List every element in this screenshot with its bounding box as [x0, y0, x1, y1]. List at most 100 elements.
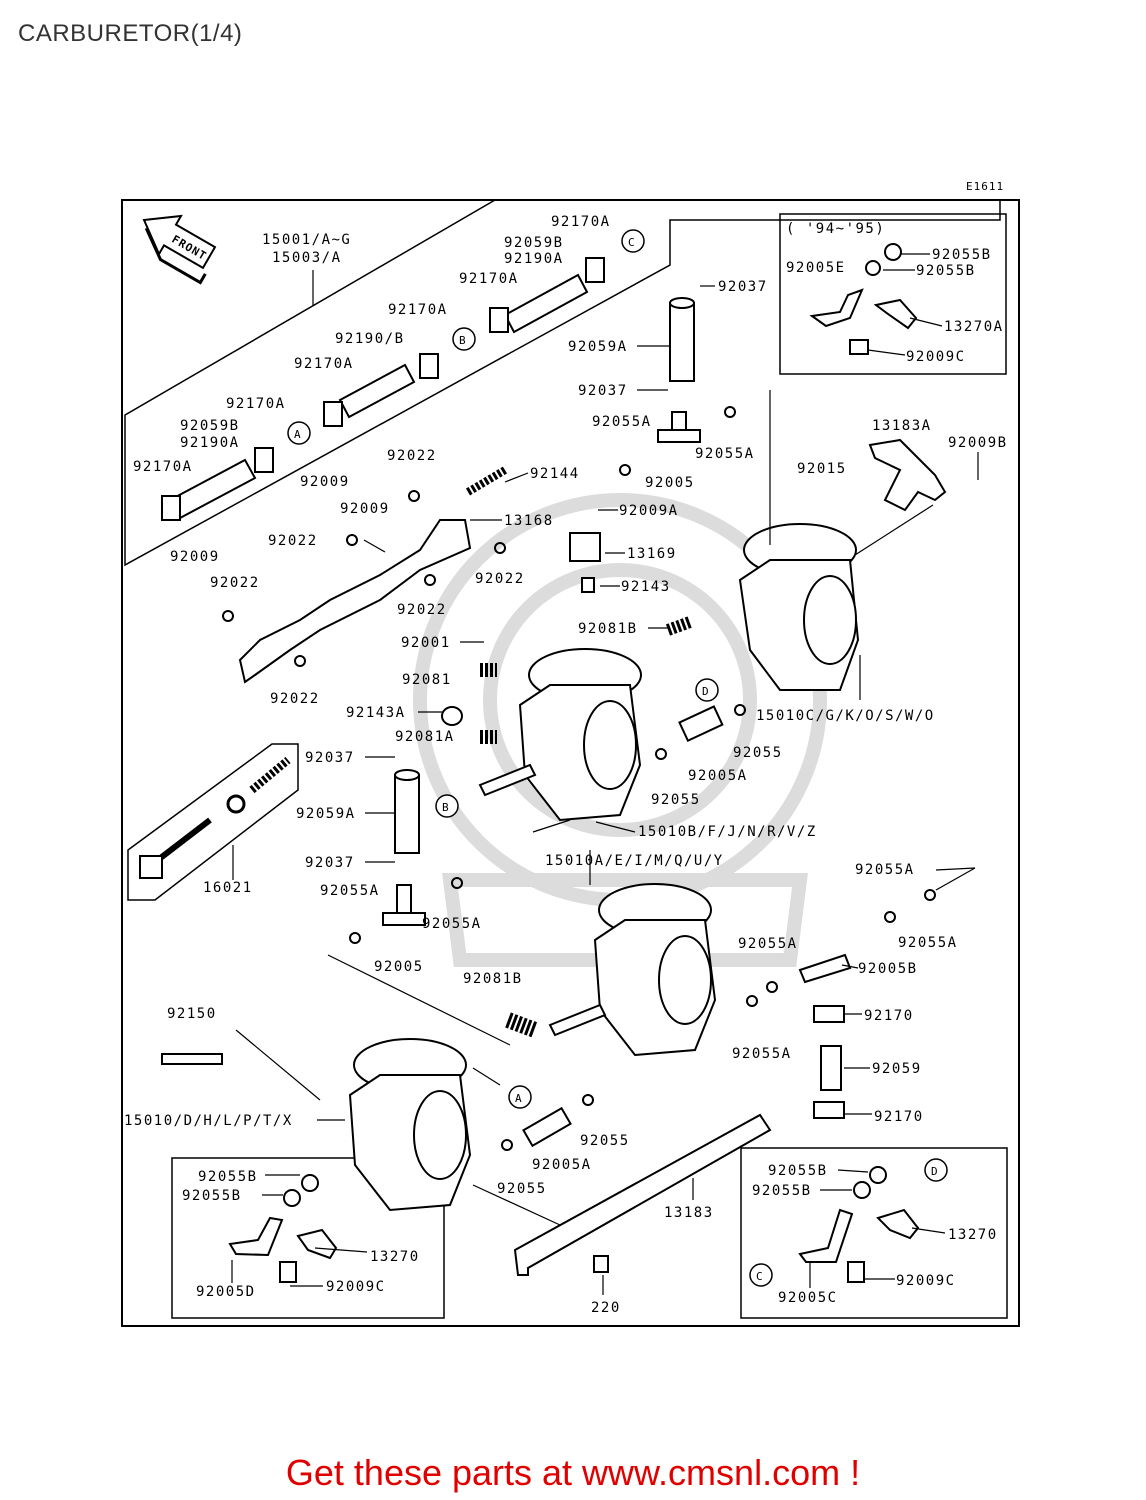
label-92143: 92143: [621, 579, 671, 595]
label-92055A-2: 92055A: [695, 446, 755, 462]
label-13270-2: 13270: [948, 1227, 998, 1243]
label-92059B-top: 92059B: [504, 235, 564, 251]
label-92001: 92001: [401, 635, 451, 651]
label-92081B-2: 92081B: [463, 971, 523, 987]
callout-a-2: A: [515, 1092, 523, 1105]
label-92005A-2: 92005A: [532, 1157, 592, 1173]
label-92005E: 92005E: [786, 260, 846, 276]
label-92055A-3: 92055A: [320, 883, 380, 899]
label-15010: 15010/D/H/L/P/T/X: [124, 1113, 293, 1129]
label-92022-3: 92022: [475, 571, 525, 587]
label-92005C: 92005C: [778, 1290, 838, 1306]
label-92190A-2: 92190A: [180, 435, 240, 451]
inset-94-95-label: ( '94~'95): [786, 221, 885, 237]
carburetor-3: [548, 883, 717, 1057]
label-92037-1: 92037: [718, 279, 768, 295]
label-92055B-4: 92055B: [182, 1188, 242, 1204]
label-92081: 92081: [402, 672, 452, 688]
label-13168: 13168: [504, 513, 554, 529]
label-92037-4: 92037: [305, 855, 355, 871]
label-92150: 92150: [167, 1006, 217, 1022]
label-92143A: 92143A: [346, 705, 406, 721]
front-arrow-icon: FRONT: [142, 214, 217, 285]
hose-group-outline: [124, 199, 1001, 567]
label-92005-2: 92005: [374, 959, 424, 975]
label-92170A-5: 92170A: [226, 396, 286, 412]
footer-link-text[interactable]: Get these parts at www.cmsnl.com !: [285, 1452, 861, 1493]
label-15010C: 15010C/G/K/O/S/W/O: [756, 708, 935, 724]
brackets: [238, 438, 947, 1276]
carburetor-2: [478, 648, 642, 822]
label-92009C-2: 92009C: [326, 1279, 386, 1295]
label-15010B: 15010B/F/J/N/R/V/Z: [638, 824, 817, 840]
page-title: CARBURETOR(1/4): [18, 20, 243, 47]
label-92009B: 92009B: [948, 435, 1008, 451]
label-92170A-3: 92170A: [388, 302, 448, 318]
label-92055-3: 92055: [580, 1133, 630, 1149]
callout-b-2: B: [442, 801, 450, 814]
label-92055A-1: 92055A: [592, 414, 652, 430]
label-92005A-1: 92005A: [688, 768, 748, 784]
label-15003: 15003/A: [272, 250, 342, 266]
label-92022-5: 92022: [397, 602, 447, 618]
label-92055A-6: 92055A: [898, 935, 958, 951]
vertical-tubes: [382, 297, 852, 1091]
choke-inset: [127, 743, 299, 901]
label-92170A-6: 92170A: [133, 459, 193, 475]
label-92055-1: 92055: [733, 745, 783, 761]
label-92037-2: 92037: [578, 383, 628, 399]
label-92081A: 92081A: [395, 729, 455, 745]
callout-b-1: B: [459, 334, 467, 347]
label-92055B-1: 92055B: [932, 247, 992, 263]
label-92170A-top: 92170A: [551, 214, 611, 230]
inset-94-95: ( '94~'95): [779, 213, 1007, 375]
label-220: 220: [591, 1300, 621, 1316]
label-92059B-2: 92059B: [180, 418, 240, 434]
label-92009C-1: 92009C: [906, 349, 966, 365]
label-13270A: 13270A: [944, 319, 1004, 335]
small-parts: [161, 406, 936, 1273]
label-92022-6: 92022: [270, 691, 320, 707]
label-92005-1: 92005: [645, 475, 695, 491]
label-16021: 16021: [203, 880, 253, 896]
callout-d-2: D: [931, 1165, 939, 1178]
label-92009A: 92009A: [619, 503, 679, 519]
label-92055A-5: 92055A: [855, 862, 915, 878]
carburetor-4: [348, 1038, 472, 1212]
label-92190B: 92190/B: [335, 331, 405, 347]
label-92081B-1: 92081B: [578, 621, 638, 637]
carburetor-bodies: [348, 523, 860, 1212]
label-15010A: 15010A/E/I/M/Q/U/Y: [545, 853, 724, 869]
label-92022-2: 92022: [268, 533, 318, 549]
label-92055-4: 92055: [497, 1181, 547, 1197]
carburetor-1: [738, 523, 860, 691]
label-92059A-2: 92059A: [296, 806, 356, 822]
label-92055A-8: 92055A: [732, 1046, 792, 1062]
label-92055A-7: 92055A: [738, 936, 798, 952]
label-92009-2: 92009: [340, 501, 390, 517]
callout-letters: A B C D B A D C: [294, 236, 939, 1283]
label-92055B-2: 92055B: [916, 263, 976, 279]
label-92005B: 92005B: [858, 961, 918, 977]
label-92170A-4: 92170A: [294, 356, 354, 372]
label-92022-4: 92022: [210, 575, 260, 591]
label-92190A-top: 92190A: [504, 251, 564, 267]
callout-c-1: C: [628, 236, 636, 249]
label-92055B-3: 92055B: [198, 1169, 258, 1185]
label-92055B-6: 92055B: [752, 1183, 812, 1199]
label-13169: 13169: [627, 546, 677, 562]
callout-a-1: A: [294, 428, 302, 441]
label-92055-2: 92055: [651, 792, 701, 808]
label-92009-1: 92009: [300, 474, 350, 490]
label-13183A: 13183A: [872, 418, 932, 434]
callout-c-2: C: [756, 1270, 764, 1283]
label-13183: 13183: [664, 1205, 714, 1221]
label-92015: 92015: [797, 461, 847, 477]
label-92005D: 92005D: [196, 1284, 256, 1300]
label-92170-1: 92170: [864, 1008, 914, 1024]
label-92037-3: 92037: [305, 750, 355, 766]
diagram-code: E1611: [966, 180, 1004, 193]
label-92055B-5: 92055B: [768, 1163, 828, 1179]
inset-bottom-right: [740, 1147, 1008, 1319]
